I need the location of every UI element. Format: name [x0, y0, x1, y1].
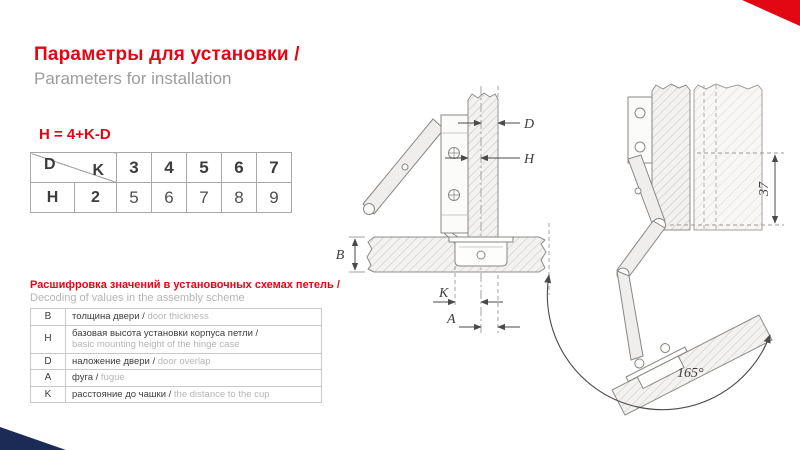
k-value-cell: 5 [186, 152, 222, 183]
decode-key: B [30, 308, 66, 326]
decode-en: door overlap [157, 355, 211, 367]
dim-label-37: 37 [757, 181, 772, 197]
page-title-ru: Параметры для установки / [34, 44, 300, 65]
arm-hole [401, 163, 409, 171]
hinge-arm-2 [627, 154, 666, 227]
dim-label-h: H [523, 152, 535, 167]
hinge-cup-flange [448, 236, 514, 243]
decode-ru: расстояние до чашки / [72, 388, 172, 400]
back-panel [693, 83, 763, 231]
k-value-cell: 3 [116, 152, 152, 183]
dim-a: A [446, 312, 520, 331]
h-value-cell: 9 [256, 182, 292, 213]
dim-label-d: D [523, 117, 534, 132]
decode-value: фуга / fugue [65, 369, 322, 387]
k-value-cell: 6 [221, 152, 257, 183]
dim-label-a: A [446, 312, 456, 327]
decode-en: fugue [100, 372, 125, 383]
decode-row: B толщина двери / door thickness [30, 308, 322, 326]
dim-k: K [433, 286, 503, 306]
h-value-cell: 6 [151, 182, 187, 213]
page-title-en: Parameters for installation [34, 69, 232, 88]
decode-row: H базовая высота установки корпуса петли… [30, 324, 322, 354]
decode-row: D наложение двери / door overlap [30, 352, 322, 370]
decode-key: A [30, 369, 66, 387]
decode-ru: фуга / [72, 372, 99, 383]
decode-row: K расстояние до чашки / the distance to … [30, 385, 322, 403]
opening-angle-arc [544, 274, 771, 411]
h-values-row: H 2 5 6 7 8 9 [30, 182, 292, 213]
cabinet-panel-2 [651, 83, 691, 231]
decode-en: door thickness [147, 311, 209, 322]
screw-hole [634, 141, 646, 153]
hinge-cup-open [625, 343, 688, 389]
decode-value: базовая высота установки корпуса петли /… [65, 324, 322, 354]
dim-37: 37 [670, 152, 784, 226]
cup-screw [476, 250, 486, 260]
k-value-cell: 7 [256, 152, 292, 183]
decode-value: толщина двери / door thickness [65, 308, 322, 326]
k-values-row: D K 3 4 5 6 7 [30, 152, 292, 183]
decode-ru: наложение двери / [72, 355, 156, 367]
decode-table: B толщина двери / door thickness H базов… [30, 308, 322, 403]
angle-label: 165° [677, 366, 704, 381]
h-first-cell: 2 [74, 182, 117, 213]
decode-key: K [30, 385, 66, 403]
hinge-link-2 [616, 270, 644, 361]
dim-label-b: B [336, 248, 345, 263]
decode-value: наложение двери / door overlap [65, 352, 322, 370]
hinge-mounting-plate [440, 114, 469, 234]
decode-heading-en: Decoding of values in the assembly schem… [30, 292, 245, 304]
decode-en: the distance to the cup [173, 388, 270, 400]
open-hinge-section: 37 165° [544, 83, 784, 416]
h-value-cell: 5 [116, 182, 152, 213]
decode-ru: базовая высота установки корпуса петли / [72, 327, 259, 339]
decode-value: расстояние до чашки / the distance to th… [65, 385, 322, 403]
dim-b: B [336, 236, 365, 273]
cabinet-panel-section [467, 92, 499, 238]
decode-en: basic mounting height of the hinge case [72, 339, 240, 350]
hinge-mounting-plate-2 [627, 96, 653, 164]
page-header: Параметры для установки / Parameters for… [34, 44, 300, 89]
corner-accent-top-right [742, 0, 800, 26]
dim-h: H [445, 152, 535, 167]
formula: H = 4+K-D [39, 126, 111, 143]
arm-pivot [363, 203, 375, 215]
k-value-cell: 4 [151, 152, 187, 183]
decode-heading: Расшифровка значений в установочных схем… [30, 279, 340, 305]
parameters-table: D K 3 4 5 6 7 H 2 5 6 7 8 9 [30, 152, 292, 213]
diag-label-k: K [92, 162, 104, 179]
decode-ru: толщина двери / [72, 311, 145, 322]
dim-label-k: K [438, 286, 449, 301]
diagonal-header-cell: D K [30, 152, 117, 183]
h-value-cell: 8 [221, 182, 257, 213]
closed-hinge-section: D H B K A [336, 86, 547, 333]
arm-hole [634, 187, 642, 195]
dim-d: D [458, 117, 534, 132]
corner-accent-bottom-left [0, 427, 66, 450]
h-value-cell: 7 [186, 182, 222, 213]
screw-hole [634, 107, 646, 119]
decode-key: D [30, 352, 66, 370]
decode-heading-ru: Расшифровка значений в установочных схем… [30, 279, 340, 291]
decode-row: A фуга / fugue [30, 369, 322, 387]
installation-diagrams: D H B K A [336, 83, 784, 416]
h-row-label: H [30, 182, 75, 213]
decode-key: H [30, 324, 66, 354]
diag-label-d: D [44, 156, 56, 173]
